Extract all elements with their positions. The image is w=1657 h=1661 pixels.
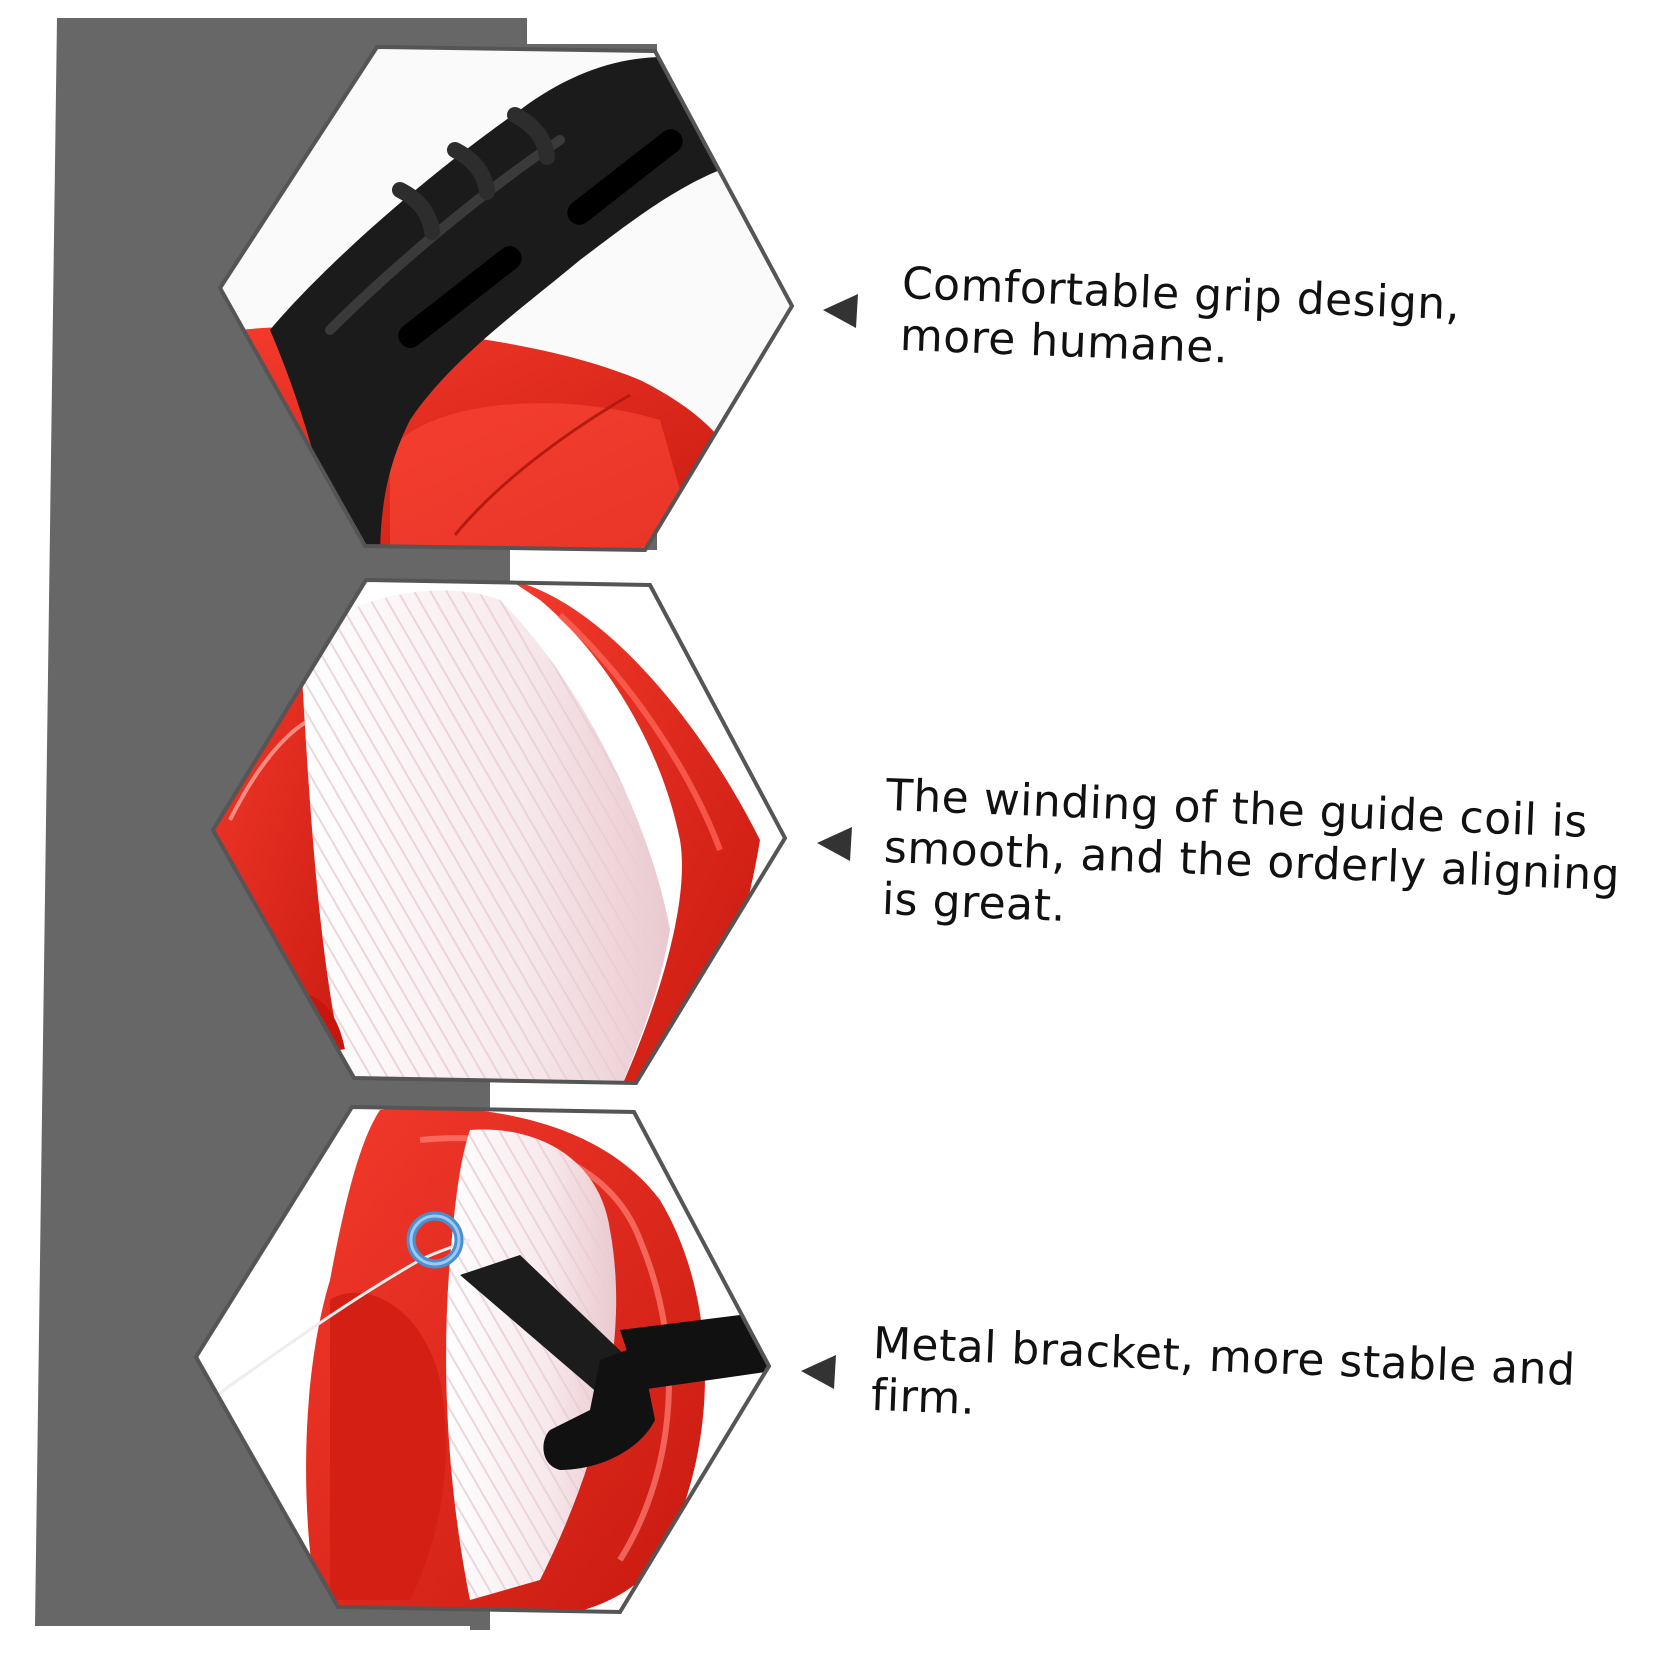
triangle-pointer-icon — [817, 827, 852, 861]
feature-image-bracket — [193, 1104, 772, 1615]
feature-caption-coil: The winding of the guide coil is smooth,… — [881, 770, 1622, 932]
triangle-pointer-icon — [823, 294, 858, 328]
triangle-pointer-icon — [801, 1355, 836, 1389]
